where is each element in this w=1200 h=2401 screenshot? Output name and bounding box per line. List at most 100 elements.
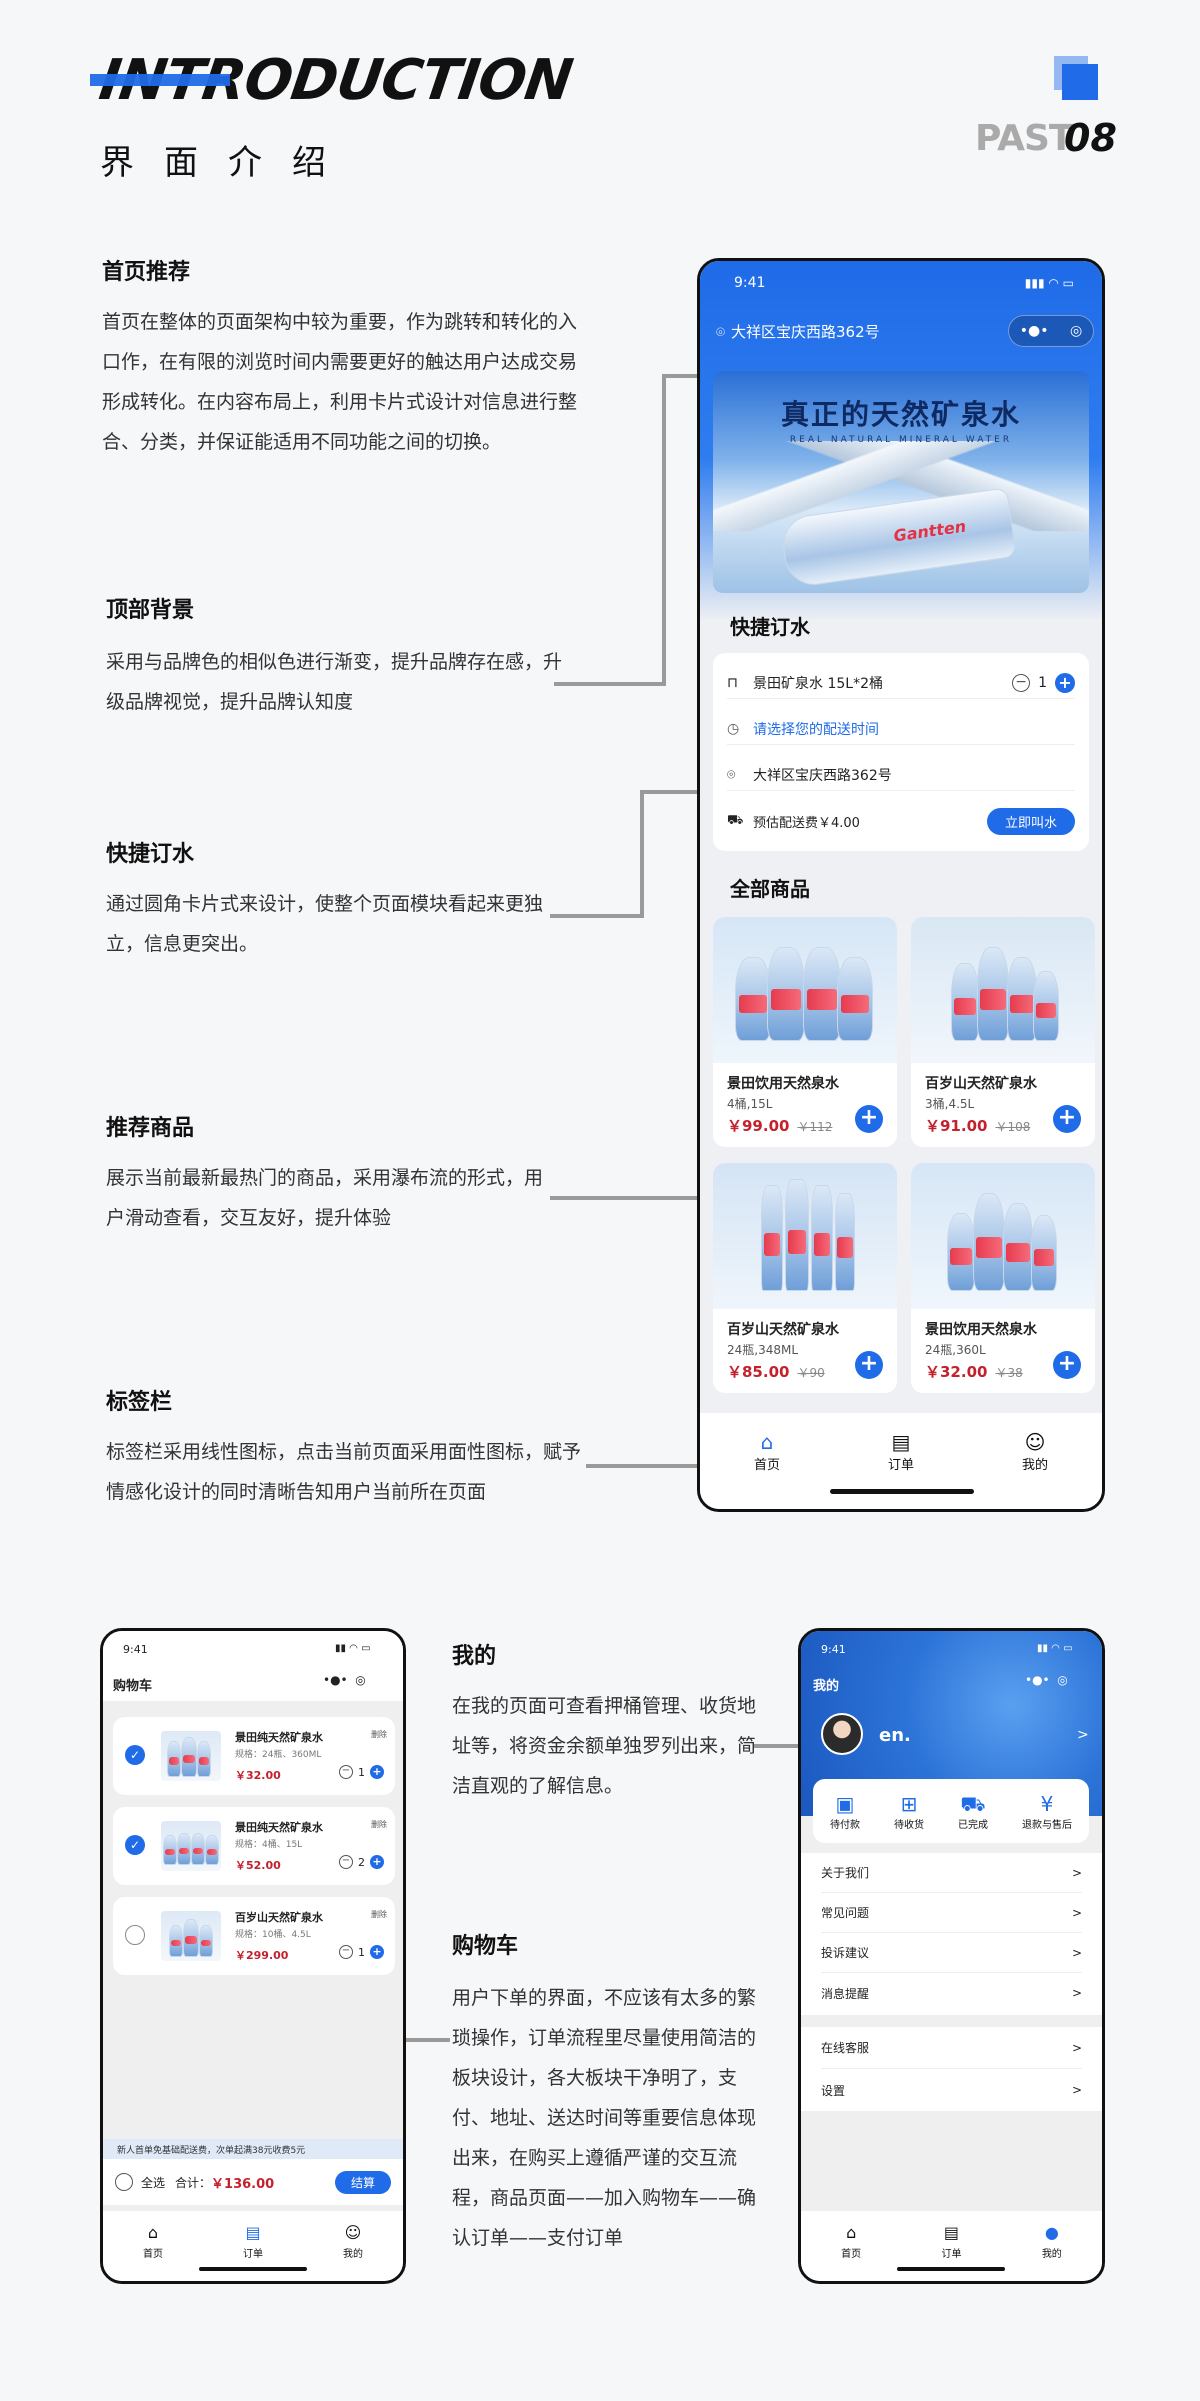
note-title: 购物车 [452, 1934, 519, 1959]
menu-label: 设置 [821, 2083, 846, 2098]
quantity-stepper[interactable]: − 1 + [339, 1765, 384, 1779]
cart-title: 购物车 [113, 1679, 153, 1694]
product-old-price: ￥108 [995, 1120, 1031, 1134]
quantity-stepper[interactable]: − 2 + [339, 1855, 384, 1869]
tab-mine[interactable]: ☺ 我的 [343, 2221, 363, 2260]
delete-link[interactable]: 删除 [371, 1910, 387, 1919]
minus-button[interactable]: − [339, 1945, 353, 1959]
location-text: 大祥区宝庆西路362号 [731, 323, 880, 341]
menu-item-feedback[interactable]: 投诉建议> [821, 1933, 1082, 1973]
chevron-right-icon: > [1071, 2040, 1082, 2055]
cart-item-price: ￥52.00 [235, 1859, 281, 1872]
avatar[interactable] [821, 1713, 863, 1755]
tab-label: 订单 [887, 1457, 914, 1473]
address-row[interactable]: ⌾ 大祥区宝庆西路362号 [727, 759, 1075, 791]
order-status-done[interactable]: ⛟ 已完成 [958, 1792, 988, 1831]
close-target-icon[interactable]: ◎ [1070, 323, 1083, 339]
checkout-button[interactable]: 结算 [334, 2170, 391, 2194]
product-card[interactable]: 景田饮用天然泉水 4桶,15L ￥99.00 ￥112 + [713, 917, 897, 1147]
gift-icon: ⊞ [900, 1791, 918, 1816]
chevron-right-icon[interactable]: > [1077, 1727, 1089, 1743]
cart-item[interactable]: ✓ 景田纯天然矿泉水 删除 规格：24瓶、360ML ￥32.00 − 1 + [113, 1717, 395, 1795]
tab-label: 我的 [343, 2248, 363, 2260]
menu-item-faq[interactable]: 常见问题> [821, 1893, 1082, 1933]
add-to-cart-button[interactable]: + [1053, 1351, 1081, 1379]
minus-button[interactable]: − [339, 1855, 353, 1869]
hero-banner[interactable]: 真正的天然矿泉水 REAL NATURAL MINERAL WATER Gant… [713, 371, 1089, 593]
product-price-row: ￥91.00 ￥108 [925, 1115, 1030, 1136]
select-all-checkbox[interactable] [115, 2173, 133, 2191]
connector-line [640, 790, 702, 794]
brand-label: Gantten [892, 516, 968, 546]
order-status-pending-pay[interactable]: ▣待付款 [830, 1792, 860, 1831]
order-status-label: 已完成 [958, 1819, 988, 1831]
checkbox-checked-icon[interactable]: ✓ [125, 1745, 145, 1765]
plus-button[interactable]: + [370, 1945, 384, 1959]
cart-item-spec: 规格：24瓶、360ML [235, 1750, 322, 1760]
product-card[interactable]: 百岁山天然矿泉水 3桶,4.5L ￥91.00 ￥108 + [911, 917, 1095, 1147]
plus-button[interactable]: + [1055, 672, 1075, 693]
connector-line [662, 374, 666, 686]
cart-item-price: ￥299.00 [235, 1949, 289, 1962]
cart-item-spec: 规格：4桶、15L [235, 1840, 303, 1850]
tab-mine[interactable]: ● 我的 [1042, 2221, 1062, 2260]
tab-orders[interactable]: ▤ 订单 [888, 1430, 914, 1473]
plus-button[interactable]: + [370, 1855, 384, 1869]
wallet-icon: ▣ [835, 1791, 855, 1816]
cart-item-image [161, 1731, 221, 1781]
location-selector[interactable]: ⌾ 大祥区宝庆西路362号 [716, 321, 880, 342]
more-icon[interactable]: •●• ◎ [1025, 1673, 1068, 1687]
quick-order-card: ⊓ 景田矿泉水 15L*2桶 − 1 + ◷ 请选择您的配送时间 ⌾ 大祥区宝庆… [713, 653, 1089, 851]
tab-mine[interactable]: ☺ 我的 [1022, 1430, 1048, 1473]
checkbox-checked-icon[interactable]: ✓ [125, 1835, 145, 1855]
more-icon[interactable]: •●• [1019, 323, 1049, 339]
cart-item[interactable]: ✓ 景田纯天然矿泉水 删除 规格：4桶、15L ￥52.00 − 2 + [113, 1807, 395, 1885]
chevron-right-icon: > [1071, 2083, 1082, 2097]
truck-icon: ⛟ [960, 1791, 986, 1816]
menu-item-notifications[interactable]: 消息提醒> [821, 1973, 1082, 2013]
order-now-button[interactable]: 立即叫水 [986, 807, 1075, 835]
plus-button[interactable]: + [370, 1765, 384, 1779]
add-to-cart-button[interactable]: + [855, 1105, 883, 1133]
tab-orders[interactable]: ▤ 订单 [941, 2221, 961, 2260]
menu-item-settings[interactable]: 设置 > [821, 2069, 1082, 2111]
minus-button[interactable]: − [1012, 673, 1031, 692]
status-time: 9:41 [734, 275, 766, 291]
menu-group-1: 关于我们> 常见问题> 投诉建议> 消息提醒> [801, 1853, 1102, 2015]
product-card[interactable]: 百岁山天然矿泉水 24瓶,348ML ￥85.00 ￥90 + [713, 1163, 897, 1393]
tab-home[interactable]: ⌂ 首页 [754, 1430, 780, 1473]
delivery-time-row[interactable]: ◷ 请选择您的配送时间 [727, 713, 1075, 745]
capsule-menu[interactable]: •●• ◎ [1008, 315, 1094, 347]
add-to-cart-button[interactable]: + [855, 1351, 883, 1379]
smile-icon: ☺ [344, 2222, 362, 2242]
more-icon[interactable]: •●• ◎ [323, 1673, 366, 1687]
order-status-pending-receive[interactable]: ⊞待收货 [894, 1792, 924, 1831]
quantity-stepper[interactable]: − 1 + [339, 1945, 384, 1959]
tab-home[interactable]: ⌂ 首页 [841, 2221, 861, 2260]
product-spec: 4桶,15L [727, 1097, 773, 1111]
product-card[interactable]: 景田饮用天然泉水 24瓶,360L ￥32.00 ￥38 + [911, 1163, 1095, 1393]
delete-link[interactable]: 删除 [371, 1820, 387, 1829]
status-time: 9:41 [123, 1643, 148, 1656]
past-number: 08 [1064, 116, 1117, 160]
minus-button[interactable]: − [339, 1765, 353, 1779]
checkbox-unchecked-icon[interactable] [125, 1925, 145, 1945]
product-name: 景田饮用天然泉水 [727, 1076, 839, 1092]
note-body: 采用与品牌色的相似色进行渐变，提升品牌存在感，升级品牌视觉，提升品牌认知度 [106, 651, 563, 713]
chevron-right-icon: > [1071, 1905, 1082, 1920]
tab-home[interactable]: ⌂ 首页 [143, 2221, 163, 2260]
menu-item-about[interactable]: 关于我们> [821, 1853, 1082, 1893]
delete-link[interactable]: 删除 [371, 1730, 387, 1739]
cart-item-qty: 1 [358, 1765, 365, 1779]
tab-orders[interactable]: ▤ 订单 [243, 2221, 263, 2260]
menu-item-support[interactable]: 在线客服> [821, 2027, 1082, 2069]
order-status-refund[interactable]: ¥退款与售后 [1022, 1792, 1072, 1831]
home-phone-frame: 9:41 ▮▮▮ ◠ ▭ ⌾ 大祥区宝庆西路362号 •●• ◎ 真正的天然矿泉… [697, 258, 1105, 1512]
fee-text: 预估配送费￥4.00 [753, 815, 860, 831]
cart-item[interactable]: 百岁山天然矿泉水 删除 规格：10桶、4.5L ￥299.00 − 1 + [113, 1897, 395, 1975]
address-text: 大祥区宝庆西路362号 [753, 767, 892, 784]
add-to-cart-button[interactable]: + [1053, 1105, 1081, 1133]
product-old-price: ￥38 [995, 1366, 1023, 1380]
quick-qty: 1 [1038, 674, 1047, 691]
quick-product-row[interactable]: ⊓ 景田矿泉水 15L*2桶 − 1 + [727, 667, 1075, 699]
